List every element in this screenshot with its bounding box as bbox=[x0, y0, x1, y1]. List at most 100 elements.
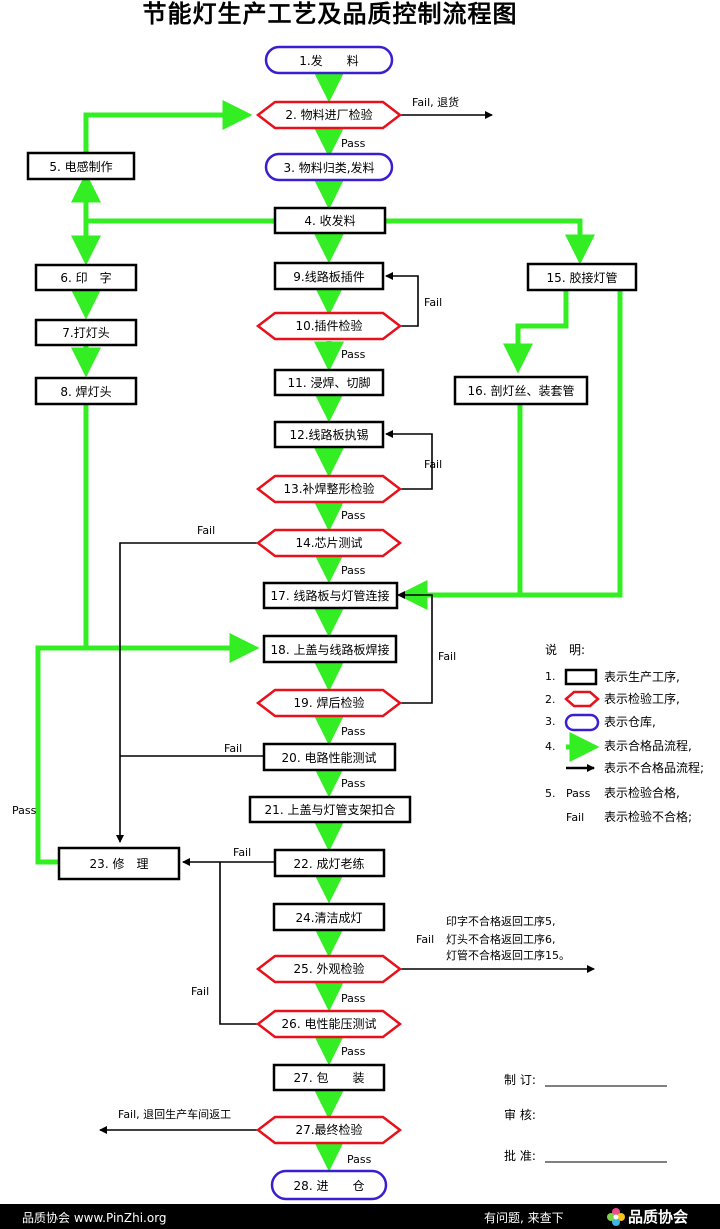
process-node-9: 9.线路板插件 bbox=[273, 261, 385, 291]
fail-flow-lines bbox=[99, 111, 595, 1134]
pass-label-26: Pass bbox=[341, 1045, 366, 1058]
legend-warehouse-symbol bbox=[564, 713, 600, 732]
fail-label-26: Fail bbox=[191, 985, 209, 998]
fail-note-1: 印字不合格返回工序5, bbox=[446, 914, 556, 928]
fail-label-20: Fail bbox=[224, 742, 242, 755]
legend-num-1: 1. bbox=[545, 670, 556, 683]
flower-logo-icon bbox=[607, 1208, 625, 1226]
node-22-label: 22. 成灯老练 bbox=[294, 856, 365, 871]
node-13-label: 13.补焊整形检验 bbox=[283, 481, 374, 496]
pass-label-27: Pass bbox=[347, 1153, 372, 1166]
inspection-node-27b: 27.最终检验 bbox=[255, 1115, 403, 1145]
node-12-label: 12.线路板执锡 bbox=[289, 427, 368, 442]
fail-note-2: 灯头不合格返回工序6, bbox=[446, 932, 556, 946]
page-title: 节能灯生产工艺及品质控制流程图 bbox=[142, 0, 518, 28]
node-24-label: 24.清洁成灯 bbox=[295, 911, 362, 925]
inspection-node-19: 19. 焊后检验 bbox=[255, 688, 403, 718]
flow-5-2 bbox=[83, 100, 253, 152]
node-5-label: 5. 电感制作 bbox=[49, 159, 112, 174]
inspection-node-13: 13.补焊整形检验 bbox=[255, 474, 403, 504]
legend-production-symbol bbox=[564, 668, 598, 686]
legend-text-1: 表示生产工序, bbox=[604, 669, 680, 684]
legend-num-2: 2. bbox=[545, 693, 556, 706]
flow-15-16 bbox=[503, 290, 569, 374]
fail-19-17 bbox=[397, 591, 433, 704]
node-8-label: 8. 焊灯头 bbox=[60, 384, 111, 399]
process-node-7: 7.打灯头 bbox=[34, 318, 138, 347]
node-3-label: 3. 物料归类,发料 bbox=[283, 160, 374, 175]
inspection-node-2: 2. 物料进厂检验 bbox=[255, 100, 403, 130]
pass-label-14: Pass bbox=[341, 564, 366, 577]
legend-text-2: 表示检验工序, bbox=[604, 691, 680, 706]
legend-key-pass: Pass bbox=[566, 787, 591, 800]
node-21-label: 21. 上盖与灯管支架扣合 bbox=[265, 802, 396, 817]
process-node-4: 4. 收发料 bbox=[273, 206, 387, 235]
legend-text-7: 表示检验不合格; bbox=[604, 809, 692, 824]
pass-label-25: Pass bbox=[341, 992, 366, 1005]
legend-num-3: 3. bbox=[545, 715, 556, 728]
node-28-label: 28. 进 仓 bbox=[294, 1179, 365, 1193]
fail-return-label: Fail, 退货 bbox=[412, 95, 459, 109]
node-26-label: 26. 电性能压测试 bbox=[282, 1016, 377, 1031]
process-node-6: 6. 印 字 bbox=[34, 263, 138, 292]
legend-text-3: 表示仓库, bbox=[604, 714, 656, 729]
warehouse-node-28: 28. 进 仓 bbox=[270, 1169, 388, 1201]
pass-label-19: Pass bbox=[341, 725, 366, 738]
legend-num-5: 5. bbox=[545, 787, 556, 800]
fail-label-19: Fail bbox=[438, 650, 456, 663]
legend-heading: 说 明: bbox=[545, 642, 585, 657]
node-1-label: 1.发 料 bbox=[299, 53, 358, 68]
inspection-node-25: 25. 外观检验 bbox=[255, 954, 403, 984]
inspection-node-26: 26. 电性能压测试 bbox=[255, 1009, 403, 1039]
process-node-17: 17. 线路板与灯管连接 bbox=[262, 581, 399, 610]
legend-text-6: 表示检验合格, bbox=[604, 785, 680, 800]
fail-label-10: Fail bbox=[424, 296, 442, 309]
process-node-12: 12.线路板执锡 bbox=[273, 420, 385, 449]
node-27b-label: 27.最终检验 bbox=[295, 1122, 362, 1137]
node-4-label: 4. 收发料 bbox=[304, 213, 355, 228]
pass-label-20: Pass bbox=[341, 777, 366, 790]
flow-8-18 bbox=[83, 404, 260, 663]
process-node-18: 18. 上盖与线路板焊接 bbox=[262, 634, 398, 664]
process-node-27: 27. 包 装 bbox=[272, 1063, 386, 1092]
process-node-21: 21. 上盖与灯管支架扣合 bbox=[248, 795, 412, 824]
footer-help-text[interactable]: 有问题, 来查下 bbox=[484, 1211, 564, 1225]
node-7-label: 7.打灯头 bbox=[62, 326, 109, 340]
process-node-5: 5. 电感制作 bbox=[26, 151, 136, 181]
fail-label-25: Fail bbox=[416, 933, 434, 946]
footer-site-text: 品质协会 www.PinZhi.org bbox=[22, 1211, 167, 1225]
node-27-label: 27. 包 装 bbox=[294, 1071, 365, 1085]
legend-text-4: 表示合格品流程, bbox=[604, 738, 692, 753]
fail-14-23 bbox=[116, 542, 258, 843]
signoff-draft-label: 制 订: bbox=[504, 1073, 536, 1087]
process-node-20: 20. 电路性能测试 bbox=[262, 742, 397, 772]
flow-23-18 bbox=[35, 645, 86, 865]
process-node-11: 11. 浸焊、切脚 bbox=[273, 368, 385, 397]
fail-note-3: 灯管不合格返回工序15。 bbox=[446, 948, 570, 962]
fail-26-23 bbox=[219, 862, 258, 1025]
warehouse-node-1: 1.发 料 bbox=[264, 45, 394, 75]
footer-logo-text: 品质协会 bbox=[628, 1208, 689, 1226]
process-node-24: 24.清洁成灯 bbox=[272, 902, 386, 932]
signoff-block: 制 订: 审 核: 批 准: bbox=[504, 1073, 667, 1163]
node-11-label: 11. 浸焊、切脚 bbox=[288, 375, 371, 390]
pass-label-13: Pass bbox=[341, 509, 366, 522]
node-23-label: 23. 修 理 bbox=[90, 856, 149, 871]
flow-4-15 bbox=[385, 218, 595, 265]
node-10-label: 10.插件检验 bbox=[295, 318, 362, 333]
node-9-label: 9.线路板插件 bbox=[293, 269, 364, 284]
node-25-label: 25. 外观检验 bbox=[294, 961, 365, 976]
process-node-16: 16. 剖灯丝、装套管 bbox=[453, 375, 589, 406]
process-flowchart: 1.发 料 3. 物料归类,发料 28. 进 仓 2. 物料进厂检验 10.插件… bbox=[12, 45, 704, 1201]
signoff-review-label: 审 核: bbox=[504, 1107, 536, 1122]
node-2-label: 2. 物料进厂检验 bbox=[285, 107, 372, 122]
fail-label-13: Fail bbox=[424, 458, 442, 471]
pass-label-10: Pass bbox=[341, 348, 366, 361]
pass-label-2: Pass bbox=[341, 137, 366, 150]
node-6-label: 6. 印 字 bbox=[60, 270, 111, 285]
fail-13-12 bbox=[385, 430, 433, 490]
signoff-approve-label: 批 准: bbox=[504, 1148, 536, 1163]
legend-num-4: 4. bbox=[545, 740, 556, 753]
flow-15-17 bbox=[397, 290, 623, 610]
pass-label-23: Pass bbox=[12, 804, 37, 817]
